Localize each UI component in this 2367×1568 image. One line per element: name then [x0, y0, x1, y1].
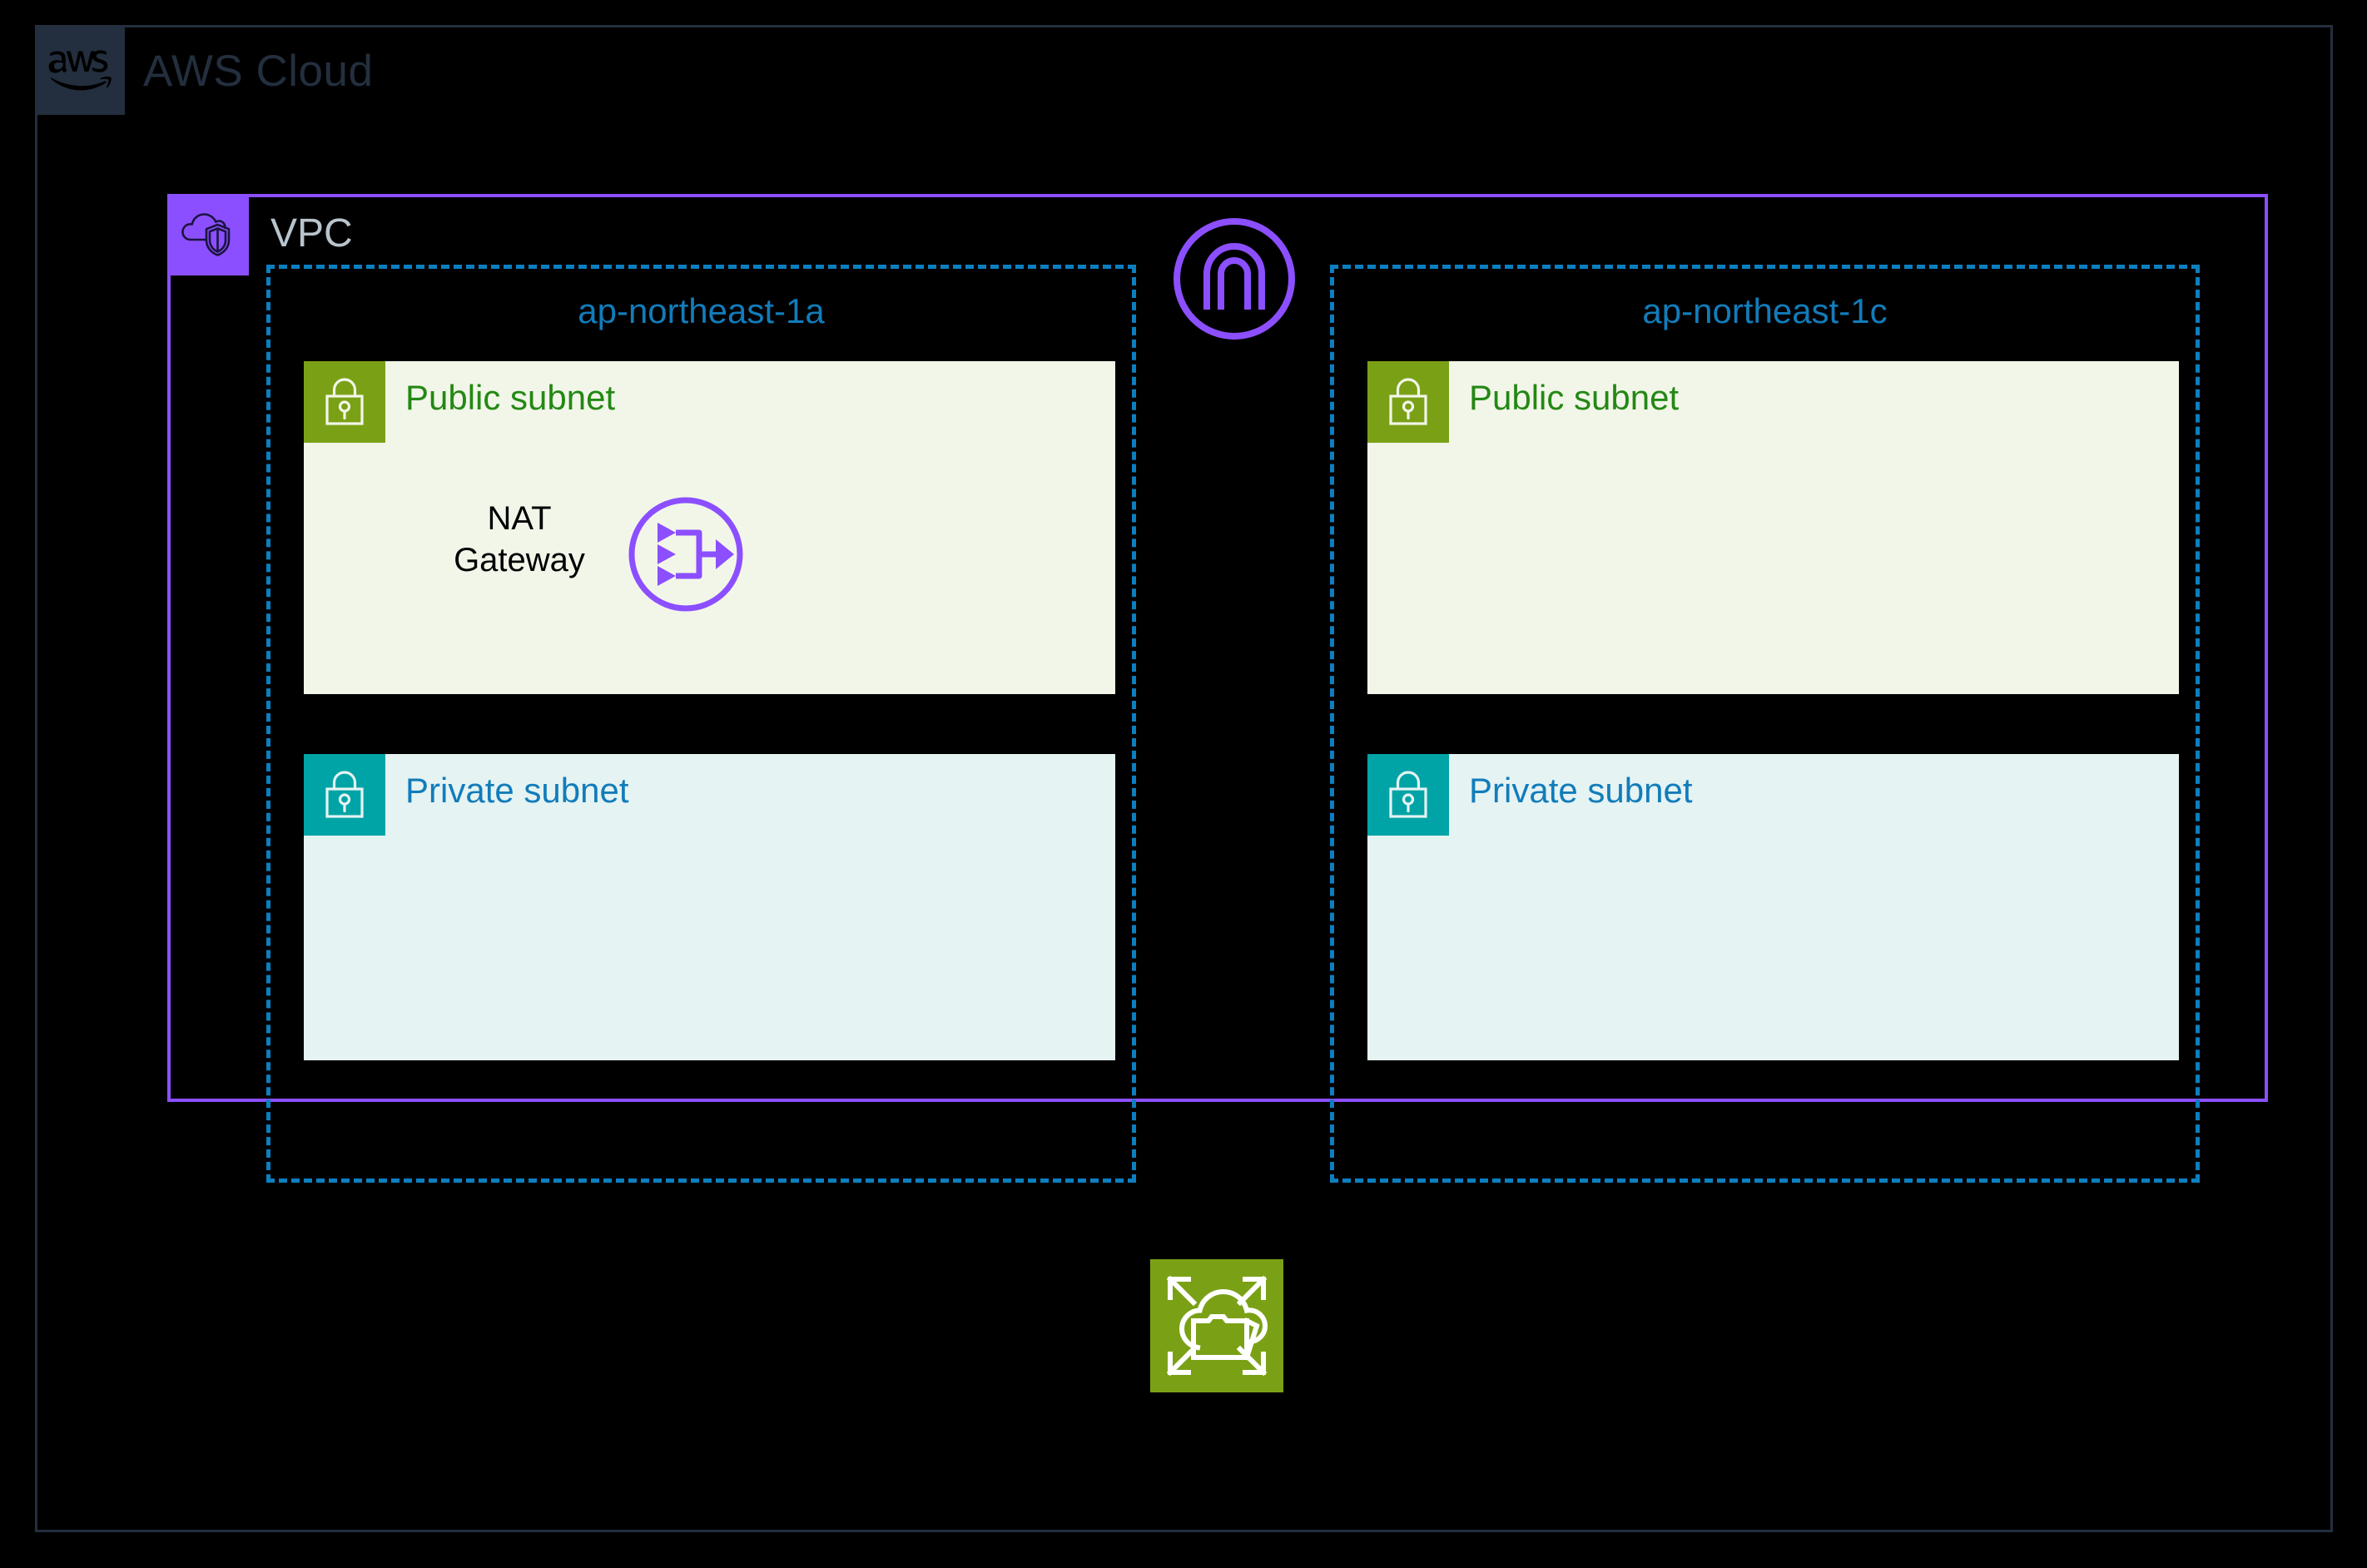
lock-icon	[304, 754, 385, 836]
private-subnet-az-1c: Private subnet	[1367, 754, 2179, 1060]
vpc-label: VPC	[270, 211, 353, 256]
private-subnet-label: Private subnet	[1469, 771, 1693, 810]
public-subnet-label: Public subnet	[1469, 378, 1680, 417]
nat-gateway-label-line2: Gateway	[454, 542, 585, 578]
nat-gateway-label-line1: NAT	[487, 500, 552, 537]
nat-gateway-icon	[623, 491, 749, 618]
vpc-cloud-shield-icon	[167, 194, 249, 275]
nat-gateway-resource: NAT Gateway	[436, 491, 769, 624]
aws-logo-icon	[35, 25, 125, 115]
availability-zone-ap-northeast-1a	[266, 265, 1136, 1183]
internet-gateway-icon	[1168, 212, 1301, 345]
nat-gateway-label: NAT Gateway	[436, 498, 603, 581]
az-label-ap-northeast-1a: ap-northeast-1a	[578, 291, 825, 330]
lock-icon	[1367, 754, 1449, 836]
availability-zone-ap-northeast-1c	[1330, 265, 2200, 1183]
lock-icon	[1367, 361, 1449, 443]
lock-icon	[304, 361, 385, 443]
public-subnet-az-1a: Public subnet	[304, 361, 1115, 694]
az-label-ap-northeast-1c: ap-northeast-1c	[1642, 291, 1888, 330]
private-subnet-label: Private subnet	[405, 771, 629, 810]
public-subnet-label: Public subnet	[405, 378, 616, 417]
page-title: AWS Cloud	[143, 47, 374, 96]
vpc-boundary	[167, 194, 2268, 1102]
private-subnet-az-1a: Private subnet	[304, 754, 1115, 1060]
aws-cloud-boundary	[35, 25, 2333, 1532]
cloud-storage-expand-icon	[1150, 1259, 1283, 1392]
public-subnet-az-1c: Public subnet	[1367, 361, 2179, 694]
